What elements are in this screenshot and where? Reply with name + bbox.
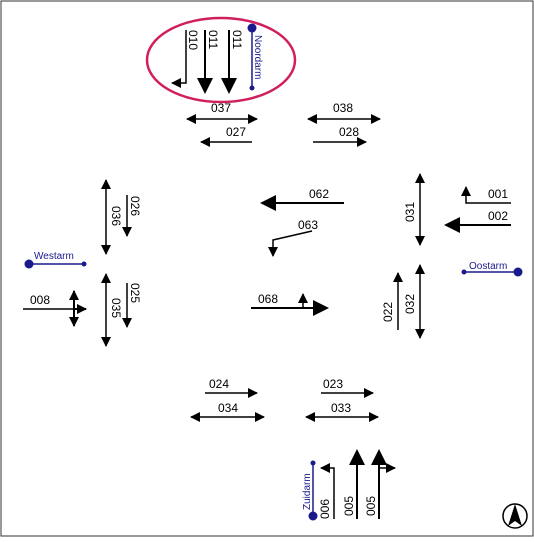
oostarm-node-inner <box>461 269 467 275</box>
signal-063-label: 063 <box>298 218 318 232</box>
signal-062-label: 062 <box>309 187 329 201</box>
signal-011a-label: 011 <box>206 30 220 49</box>
signal-010-label: 010 <box>186 30 200 50</box>
signal-063-arrow <box>268 230 313 257</box>
signal-026-label: 026 <box>128 196 142 216</box>
signal-027-label: 027 <box>226 125 246 139</box>
signal-038-label: 038 <box>333 101 353 115</box>
oostarm-node-outer <box>513 267 523 277</box>
signal-001-label: 001 <box>488 187 508 201</box>
signal-028-label: 028 <box>339 125 359 139</box>
signal-036-label: 036 <box>109 206 123 226</box>
signal-031-label: 031 <box>403 202 417 222</box>
signal-010-arrow <box>171 30 187 88</box>
signal-006-label: 006 <box>318 499 332 519</box>
signal-034-label: 034 <box>218 401 238 415</box>
westarm-node-outer <box>24 259 34 269</box>
signal-023-label: 023 <box>323 377 343 391</box>
signal-024-label: 024 <box>209 377 229 391</box>
signal-011b-label: 011 <box>230 30 244 49</box>
signal-005a-label: 005 <box>342 496 356 516</box>
signal-037-label: 037 <box>211 101 231 115</box>
zuidarm-node-outer <box>308 511 318 521</box>
north-arrow-icon <box>502 503 528 529</box>
signal-032-label: 032 <box>403 294 417 314</box>
signal-001-arrow <box>461 186 511 204</box>
signal-006-arrow <box>320 463 335 519</box>
noordarm-node-bottom <box>249 85 255 91</box>
signal-008-label: 008 <box>30 293 50 307</box>
signal-025-label: 025 <box>128 283 142 303</box>
zuidarm-node-inner <box>310 460 316 466</box>
oostarm-label: Oostarm <box>469 261 507 272</box>
signal-022-label: 022 <box>381 302 395 322</box>
westarm-label: Westarm <box>34 251 74 262</box>
noordarm-node-top <box>247 23 257 33</box>
signal-002-label: 002 <box>488 209 508 223</box>
signal-035-label: 035 <box>109 298 123 318</box>
westarm-node-inner <box>81 261 87 267</box>
zuidarm-label: Zuidarm <box>302 473 313 510</box>
signal-068-label: 068 <box>258 292 278 306</box>
signal-005b-label: 005 <box>364 496 378 516</box>
signal-033-label: 033 <box>331 401 351 415</box>
noordarm-highlight-ellipse <box>145 16 297 104</box>
noordarm-label: Noordarm <box>252 35 263 79</box>
